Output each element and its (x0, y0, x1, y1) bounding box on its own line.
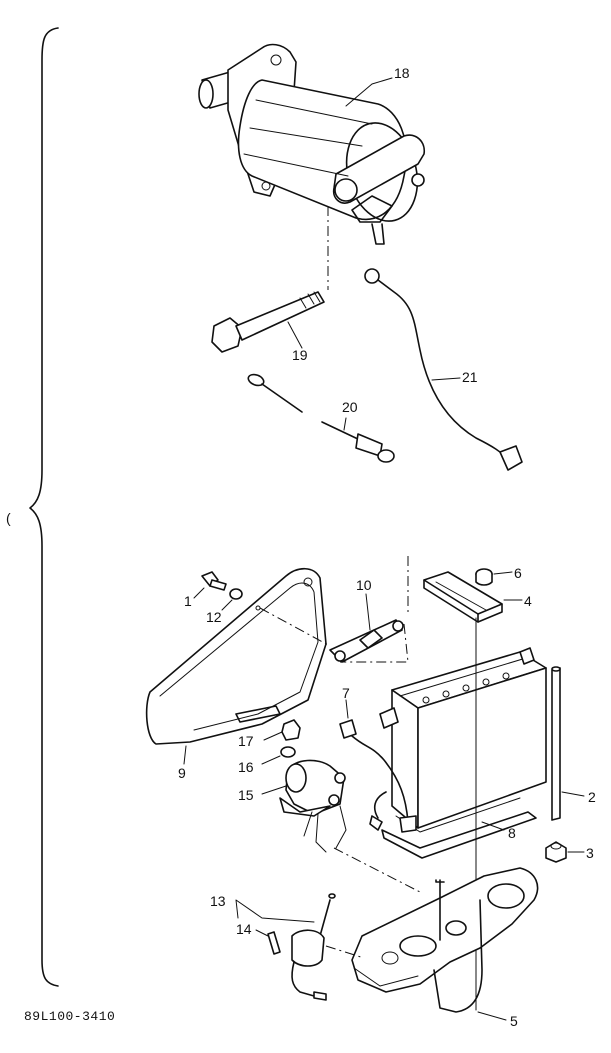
bolt-1 (201, 571, 227, 591)
nut-3 (545, 841, 567, 863)
grouping-brace (29, 27, 59, 987)
lead-wire (247, 373, 395, 463)
alignment-line-relay (333, 847, 421, 893)
cover-panel (145, 567, 327, 745)
leader-14 (255, 929, 269, 937)
leader-6 (493, 571, 513, 575)
leader-19 (287, 321, 303, 349)
callout-3: 3 (586, 845, 594, 861)
callout-9: 9 (178, 765, 186, 781)
callout-19: 19 (292, 347, 308, 363)
nut-16 (280, 746, 296, 758)
starter-motor (198, 43, 426, 245)
leader-9 (183, 745, 187, 765)
callout-8: 8 (508, 825, 516, 841)
drawing-code: 89L100-3410 (24, 1009, 115, 1024)
side-mark: ( (6, 510, 11, 526)
callout-13: 13 (210, 893, 226, 909)
neutral-switch (291, 893, 336, 1001)
leader-21 (431, 377, 461, 381)
callout-17: 17 (238, 733, 254, 749)
leader-2 (561, 791, 585, 797)
alignment-line-bracket (259, 607, 409, 663)
leader-13 (235, 899, 315, 923)
leader-5 (477, 1011, 507, 1021)
callout-18: 18 (394, 65, 410, 81)
callout-1: 1 (184, 593, 192, 609)
leader-12 (221, 599, 233, 611)
leader-17 (263, 731, 283, 741)
leader-20 (343, 417, 347, 431)
leader-18 (345, 77, 393, 107)
pin-14 (267, 931, 281, 955)
leader-16 (261, 755, 281, 765)
battery (379, 647, 547, 859)
callout-10: 10 (356, 577, 372, 593)
nut-17 (281, 719, 301, 741)
callout-12: 12 (206, 609, 222, 625)
leader-15 (261, 785, 287, 795)
callout-2: 2 (588, 789, 596, 805)
mounting-bolt (211, 291, 325, 353)
rod-2 (551, 666, 561, 821)
callout-5: 5 (510, 1013, 518, 1029)
callout-4: 4 (524, 593, 532, 609)
leader-7 (345, 699, 349, 719)
callout-14: 14 (236, 921, 252, 937)
callout-15: 15 (238, 787, 254, 803)
nut-6 (475, 568, 493, 586)
starter-relay (279, 759, 347, 853)
hold-down-plate (423, 571, 503, 623)
battery-lead (339, 719, 417, 833)
alignment-line-switch (325, 945, 365, 959)
callout-6: 6 (514, 565, 522, 581)
callout-21: 21 (462, 369, 478, 385)
base-plate (351, 867, 539, 1013)
leader-1 (193, 587, 205, 599)
washer-12 (229, 588, 243, 600)
bracket-10 (329, 619, 404, 663)
leader-10 (365, 593, 371, 631)
callout-7: 7 (342, 685, 350, 701)
callout-20: 20 (342, 399, 358, 415)
leader-8 (481, 821, 505, 831)
callout-16: 16 (238, 759, 254, 775)
starter-cable (364, 268, 523, 471)
